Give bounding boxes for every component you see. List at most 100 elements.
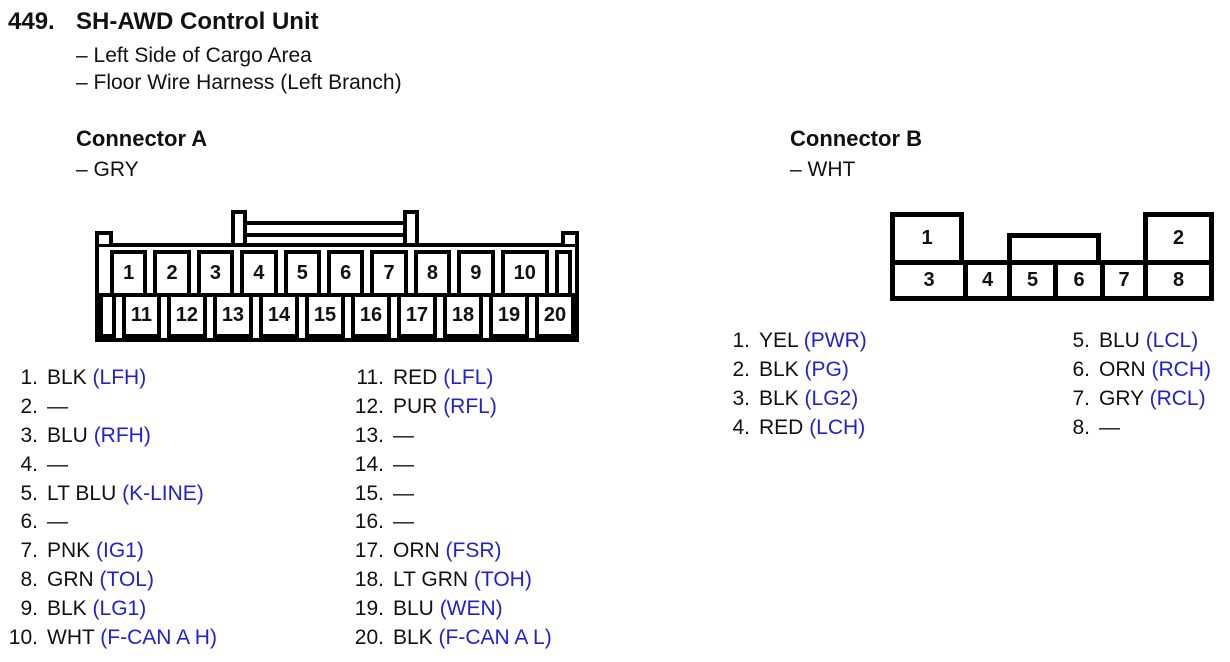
pin-number: 1. bbox=[732, 329, 750, 353]
pin-cell-a-14: 14 bbox=[258, 293, 299, 338]
pin-wire-color: BLK bbox=[47, 366, 93, 390]
pin-number: 15. bbox=[354, 481, 384, 505]
pin-cell-b-4: 4 bbox=[963, 260, 1012, 301]
pin-number: 1. bbox=[20, 366, 38, 390]
pin-cell-b-5: 5 bbox=[1007, 260, 1058, 301]
pin-wire-color: BLK bbox=[759, 386, 805, 410]
pin-cell-a-5: 5 bbox=[283, 250, 321, 297]
pin-cell-a-2: 2 bbox=[153, 250, 191, 297]
pin-number: 3. bbox=[20, 423, 38, 447]
pin-signal-name: (PWR) bbox=[803, 329, 867, 353]
pin-number: 16. bbox=[354, 510, 384, 534]
pin-wire-color: BLU bbox=[1099, 329, 1146, 353]
pin-number: 12. bbox=[354, 395, 384, 419]
pin-list-item: 10.WHT (F-CAN A H) bbox=[8, 623, 217, 652]
pin-cell-a-16: 16 bbox=[350, 293, 391, 338]
pin-signal-name: (LG2) bbox=[804, 386, 859, 410]
pin-number: 18. bbox=[354, 567, 384, 591]
pin-signal-name: (WEN) bbox=[439, 596, 503, 620]
pin-wire-color: BLU bbox=[393, 596, 440, 620]
connector-a-latch-post-right bbox=[403, 210, 419, 247]
pin-wire-color: BLK bbox=[47, 596, 93, 620]
pin-list-item: 1.YEL (PWR) bbox=[720, 327, 867, 356]
pin-wire-color: ORN bbox=[393, 539, 446, 563]
pin-wire-color: RED bbox=[393, 366, 444, 390]
pin-number: 17. bbox=[354, 539, 384, 563]
pin-wire-color: — bbox=[47, 510, 68, 534]
pin-cell-b-7: 7 bbox=[1100, 260, 1148, 301]
connector-a-pin-list-col1: 1.BLK (LFH)2.—3.BLU (RFH)4.—5.LT BLU (K-… bbox=[8, 364, 217, 652]
pin-signal-name: (K-LINE) bbox=[122, 481, 204, 505]
pin-number: 8. bbox=[1072, 415, 1090, 439]
location-subtitle: – Left Side of Cargo Area bbox=[76, 44, 312, 67]
pin-number: 2. bbox=[20, 395, 38, 419]
pin-signal-name: (LFL) bbox=[443, 366, 494, 390]
pin-signal-name: (RCL) bbox=[1149, 386, 1206, 410]
connector-a-corner-tab-left bbox=[95, 231, 113, 244]
harness-subtitle: – Floor Wire Harness (Left Branch) bbox=[76, 71, 402, 94]
pin-cell-a-15: 15 bbox=[304, 293, 345, 338]
pin-number: 11. bbox=[356, 366, 384, 390]
pin-list-item: 3.BLU (RFH) bbox=[8, 422, 217, 451]
pin-list-item: 17.ORN (FSR) bbox=[348, 537, 552, 566]
pin-wire-color: LT BLU bbox=[47, 481, 123, 505]
pin-wire-color: — bbox=[47, 395, 68, 419]
pin-wire-color: — bbox=[393, 452, 414, 476]
pin-cell-a-19: 19 bbox=[489, 293, 530, 338]
pin-wire-color: — bbox=[393, 481, 414, 505]
pin-signal-name: (PG) bbox=[804, 358, 849, 382]
pin-number: 19. bbox=[354, 596, 384, 620]
pin-list-item: 1. BLK (LFH) bbox=[8, 364, 217, 393]
connector-a-pin-list-col2: 11.RED (LFL)12.PUR (RFL)13.—14.—15.—16.—… bbox=[348, 364, 552, 652]
pin-cell-a-1: 1 bbox=[110, 250, 148, 297]
pin-wire-color: LT GRN bbox=[393, 567, 474, 591]
pin-signal-name: (LCH) bbox=[809, 415, 866, 439]
pin-cell-a-7: 7 bbox=[370, 250, 408, 297]
pin-wire-color: ORN bbox=[1099, 358, 1152, 382]
pin-signal-name: (LG1) bbox=[92, 596, 147, 620]
pin-number: 14. bbox=[354, 452, 384, 476]
pin-signal-name: (RFL) bbox=[443, 395, 497, 419]
pin-list-item: 2.BLK (PG) bbox=[720, 356, 867, 385]
pin-cell-b-3: 3 bbox=[890, 260, 968, 301]
pin-cell-b-8: 8 bbox=[1143, 260, 1214, 301]
pin-wire-color: — bbox=[1099, 415, 1120, 439]
blank-cell bbox=[99, 293, 116, 338]
pin-cell-a-13: 13 bbox=[212, 293, 253, 338]
pin-wire-color: GRN bbox=[47, 567, 100, 591]
connector-b-heading: Connector B bbox=[790, 126, 922, 151]
pin-list-item: 7.PNK (IG1) bbox=[8, 537, 217, 566]
pin-signal-name: (RFH) bbox=[93, 423, 151, 447]
pin-signal-name: (LFH) bbox=[92, 366, 147, 390]
pin-list-item: 6.— bbox=[8, 508, 217, 537]
pin-number: 5. bbox=[1072, 329, 1090, 353]
pin-wire-color: PUR bbox=[393, 395, 444, 419]
pin-signal-name: (IG1) bbox=[96, 539, 144, 563]
pin-list-item: 20.BLK (F-CAN A L) bbox=[348, 623, 552, 652]
pin-number: 8. bbox=[20, 567, 38, 591]
pin-list-item: 7.GRY (RCL) bbox=[1060, 385, 1211, 414]
pin-number: 10. bbox=[8, 625, 38, 649]
pin-cell-a-9: 9 bbox=[457, 250, 495, 297]
pin-cell-a-6: 6 bbox=[326, 250, 365, 297]
connector-a-heading: Connector A bbox=[76, 126, 208, 151]
pin-wire-color: RED bbox=[759, 415, 810, 439]
pin-number: 13. bbox=[354, 423, 384, 447]
pin-number: 7. bbox=[20, 539, 38, 563]
pin-wire-color: — bbox=[393, 423, 414, 447]
pin-list-item: 19. BLU (WEN) bbox=[348, 594, 552, 623]
pin-number: 4. bbox=[732, 415, 750, 439]
pin-list-item: 6.ORN (RCH) bbox=[1060, 356, 1211, 385]
pin-wire-color: GRY bbox=[1099, 386, 1150, 410]
pin-signal-name: (TOH) bbox=[473, 567, 532, 591]
pin-number: 4. bbox=[20, 452, 38, 476]
pin-cell-a-12: 12 bbox=[166, 293, 207, 338]
pin-list-item: 11. RED (LFL) bbox=[348, 364, 552, 393]
pin-list-item: 8. — bbox=[1060, 413, 1211, 442]
blank-cell bbox=[555, 250, 573, 297]
